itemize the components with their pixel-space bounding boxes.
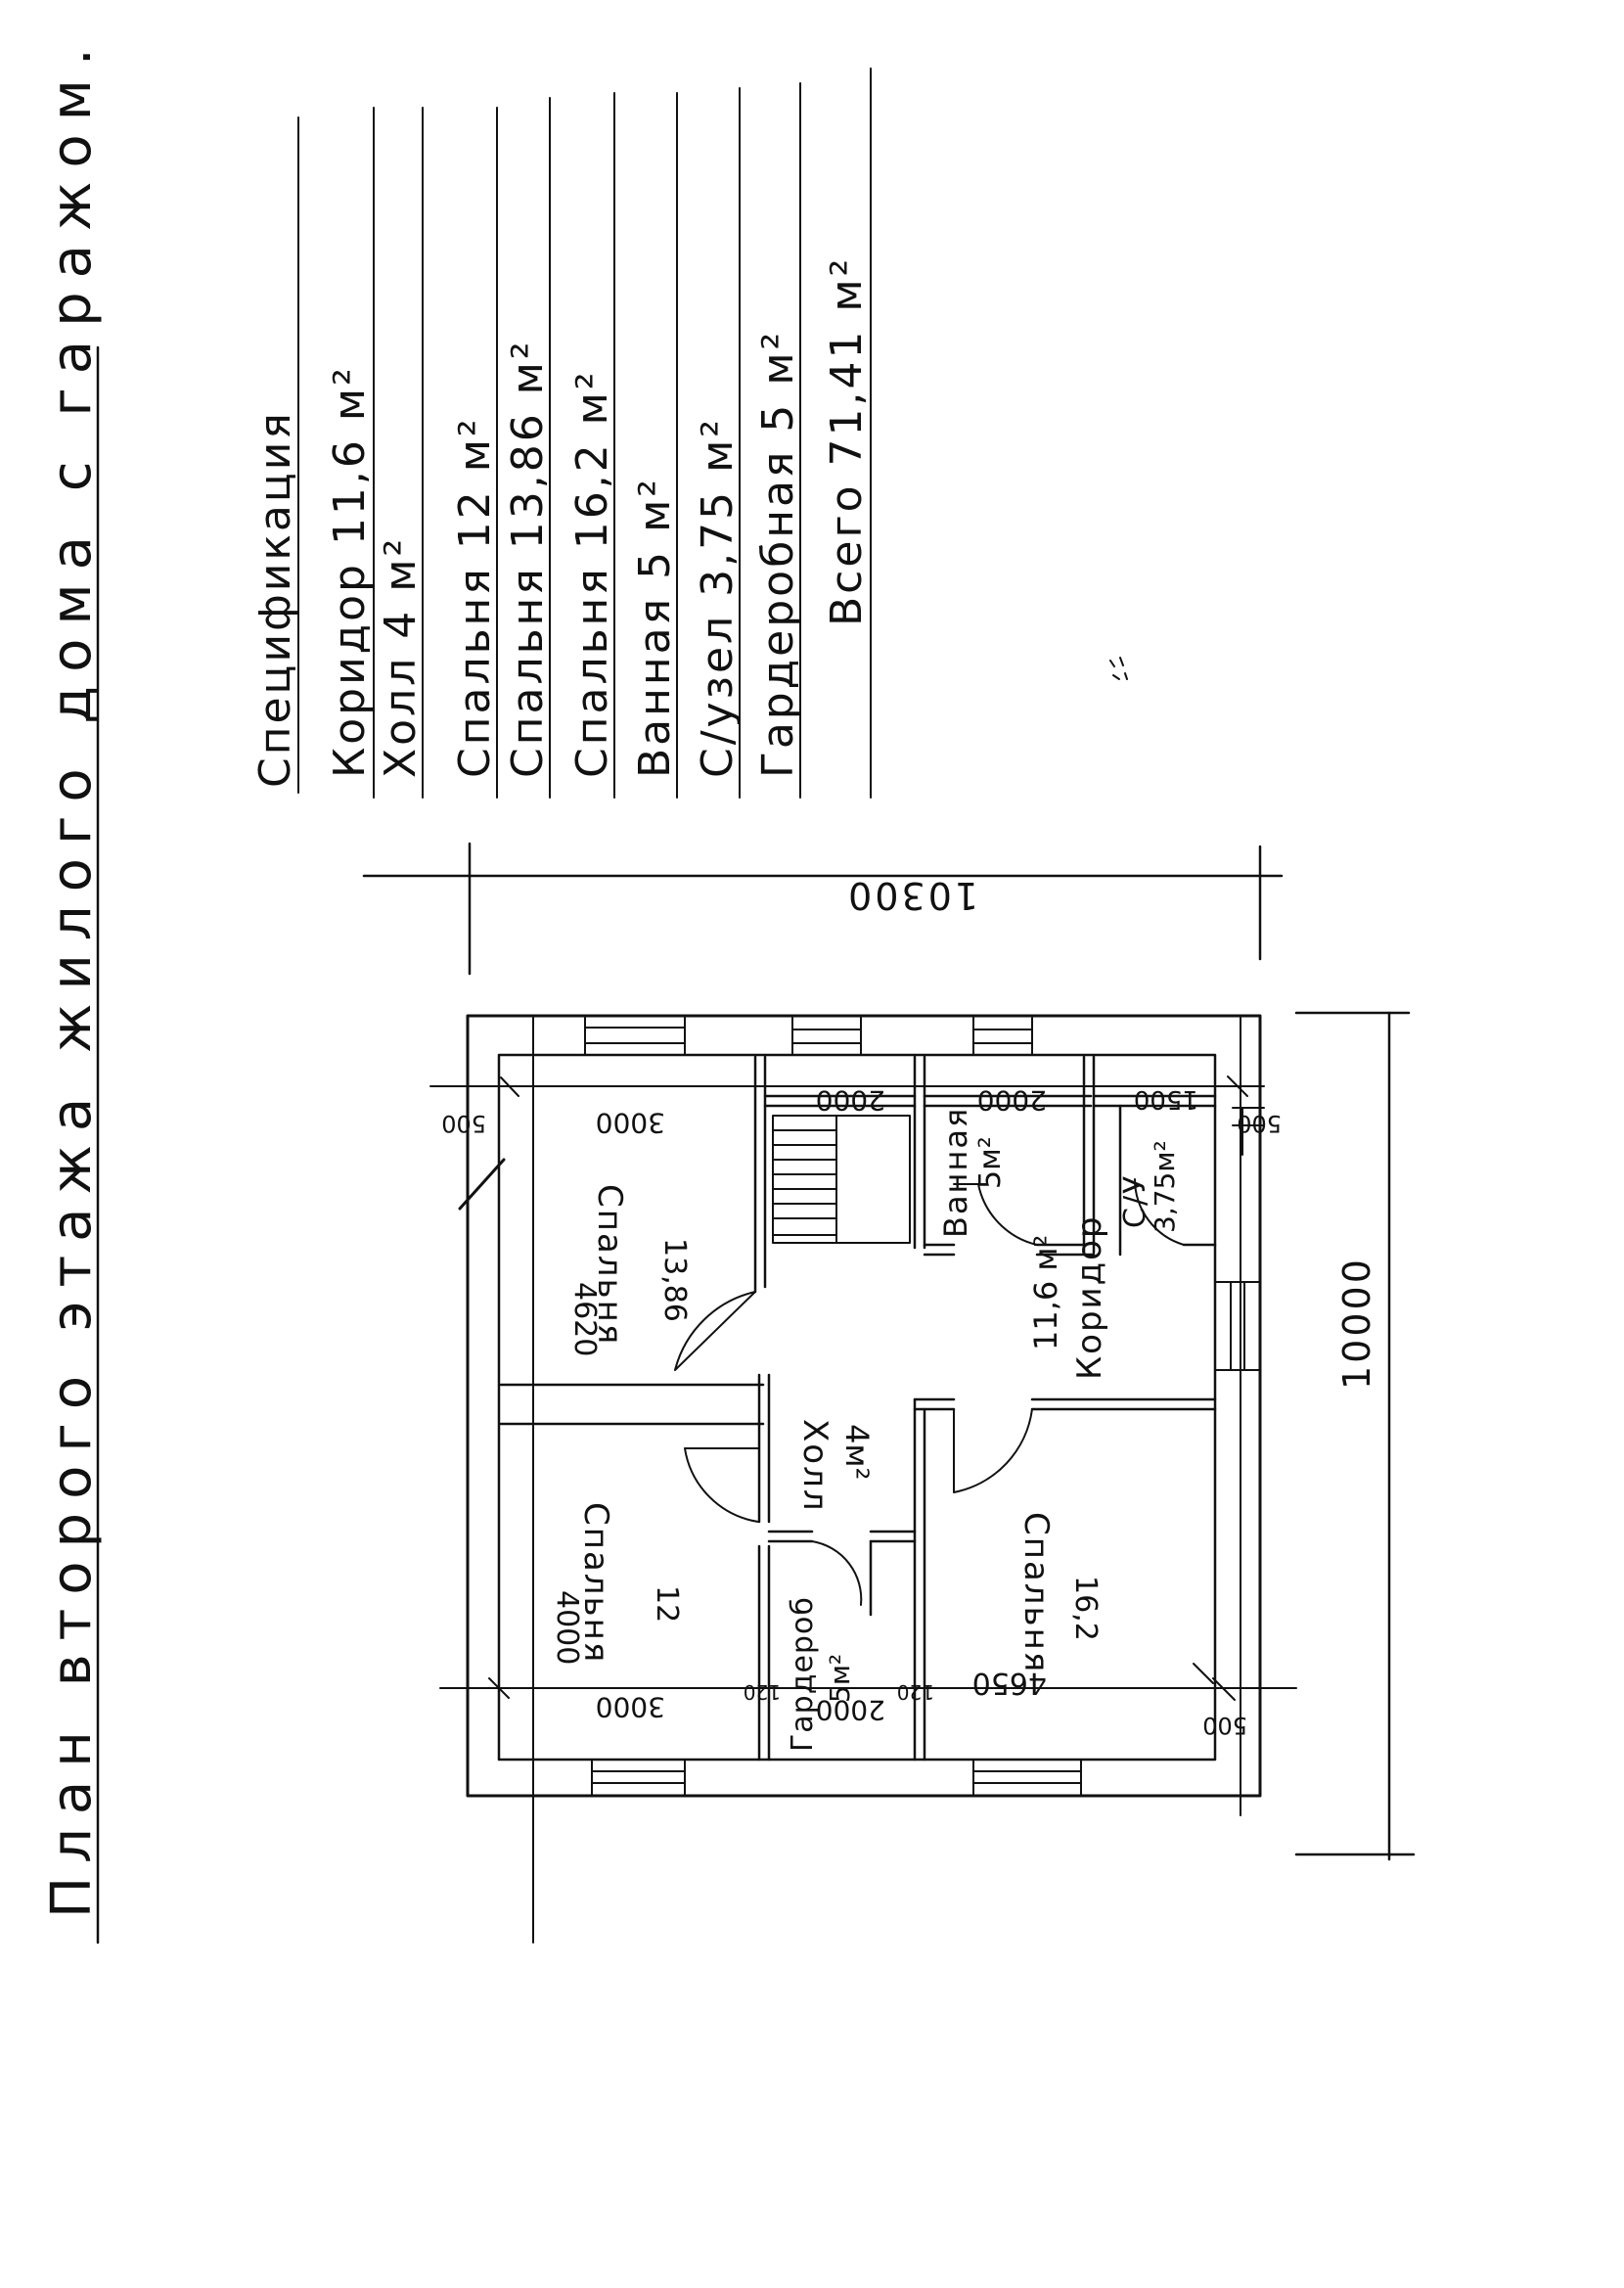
room-area: 11,6 м² [1027,1235,1064,1350]
window [791,1017,862,1056]
spec-row: Гардеробная 5 м² [753,330,803,778]
room-wc: С/У 3,75м² [1118,1140,1181,1233]
room-area: 4м² [838,1424,876,1480]
room-name: Ванная [937,1107,974,1238]
window [972,1759,1082,1797]
room-dim: 4620 [567,1282,602,1356]
dim-label: 2000 [977,1084,1047,1117]
room-area: 3,75м² [1149,1140,1181,1233]
window [972,1017,1033,1056]
window [584,1017,686,1056]
door-swing [1134,1178,1185,1246]
spec-row: Холл 4 м² [376,536,426,778]
room-area: 5м² [973,1136,1008,1189]
windows [584,1017,1261,1797]
room-bedroom-top: 4620 Спальня 13,86 [567,1184,692,1356]
door-swing [674,1291,756,1371]
room-corridor: Коридор 11,6 м² [1027,1214,1109,1380]
door-swing [684,1447,759,1523]
room-name: С/У [1118,1174,1152,1228]
door-swing [953,1408,1033,1493]
room-wardrobe: Гардероб 5м² [786,1596,856,1752]
dim-label: 1500 [1134,1084,1198,1114]
dim-label: 10000 [1335,1257,1378,1390]
interior-dimensions: 3000 3000 2000 2000 2000 1500 500 500 50… [441,1084,1282,1739]
room-bedroom-left: 4000 Спальня 12 [550,1502,684,1665]
outer-wall [466,1014,1262,1798]
doors [674,1178,1185,1606]
room-bathroom: Ванная 5м² [937,1107,1008,1238]
dim-label: 500 [1202,1712,1247,1739]
dim-label: 500 [1237,1110,1282,1137]
staircase [772,1115,911,1244]
spec-row: Спальня 16,2 м² [567,369,617,778]
specification-table: Спецификация Коридор 11,6 м² Холл 4 м² С… [250,68,872,799]
room-name: Спальня [576,1502,615,1664]
room-dim: 4000 [550,1590,584,1665]
room-name: Спальня [1016,1512,1056,1673]
dimension-10000: 10000 [1294,1011,1416,1861]
room-bedroom-right: 4650 Спальня 16,2 [972,1512,1103,1700]
interior-walls [499,1055,1217,1762]
spec-heading: Спецификация [250,410,300,788]
dim-label: 2000 [816,1084,885,1117]
room-name: Холл [795,1419,835,1513]
spec-row: С/узел 3,75 м² [693,417,743,778]
room-area: 13,86 [657,1238,692,1322]
door-swing [953,1183,1038,1246]
room-area: 16,2 [1068,1576,1103,1641]
room-area: 5м² [824,1654,856,1703]
door-swing [811,1540,863,1606]
spec-total: Всего 71,41 м² [822,256,872,626]
room-area: 12 [650,1585,684,1623]
window [1214,1281,1261,1371]
room-name: Спальня [590,1184,629,1346]
dim-label: 120 [897,1680,934,1704]
dim-label: 120 [744,1680,781,1704]
dim-label: 2000 [816,1694,885,1726]
stray-mark [1109,657,1128,680]
spec-row: Ванная 5 м² [630,477,680,778]
axis-lines [429,1017,1297,1944]
room-dim: 4650 [972,1666,1047,1700]
spec-row: Спальня 12 м² [450,416,500,778]
room-name: Гардероб [786,1596,820,1752]
dim-label: 3000 [596,1691,665,1723]
window [591,1759,686,1797]
room-name: Коридор [1070,1214,1109,1380]
page-title: План второго этажа жилого дома с гаражом… [40,34,104,1918]
room-hall: Холл 4м² [795,1419,876,1513]
dimension-10300: 10300 [362,842,1284,976]
dim-label: 3000 [596,1107,665,1139]
dim-label: 500 [441,1110,486,1137]
spec-row: Спальня 13,86 м² [503,339,553,778]
spec-row: Коридор 11,6 м² [325,365,375,778]
dim-label: 10300 [845,874,978,917]
edge-ticks [458,1107,1265,1684]
